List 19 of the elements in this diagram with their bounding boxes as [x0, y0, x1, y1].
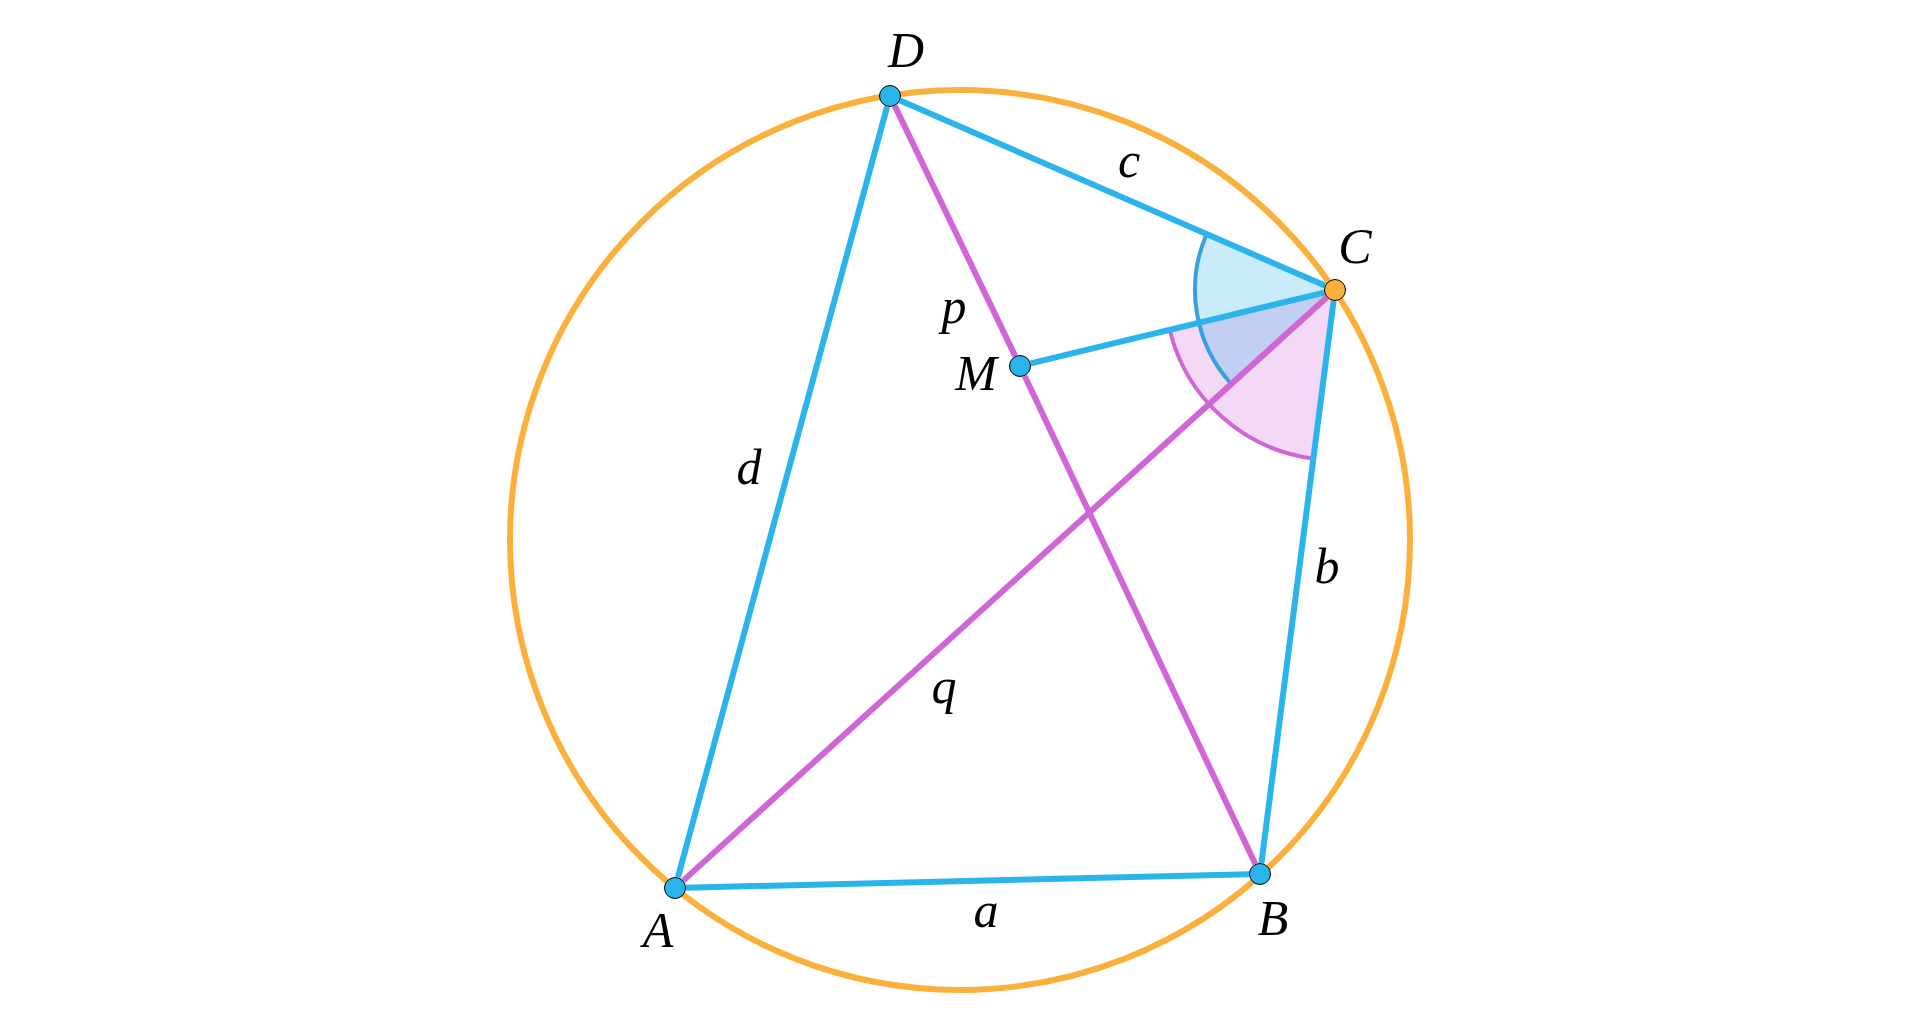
- point-label: M: [954, 347, 998, 399]
- point-label: C: [1337, 220, 1373, 272]
- point-label: D: [886, 24, 926, 76]
- edge-label: b: [1313, 540, 1341, 592]
- point-label: A: [639, 904, 675, 956]
- line-segment: [1022, 374, 1258, 866]
- line-segment: [898, 97, 1327, 289]
- edge-label: d: [735, 441, 763, 493]
- edge-label: q: [930, 660, 958, 712]
- point-label: B: [1256, 892, 1290, 944]
- edge-label: c: [1116, 134, 1142, 186]
- line-segment: [685, 871, 1250, 891]
- edge-label: p: [934, 280, 974, 332]
- line-segment: [892, 104, 1018, 358]
- line-segment: [675, 105, 890, 879]
- line-segment: [1030, 289, 1325, 367]
- line-segment: [681, 295, 1329, 883]
- line-segment: [1258, 300, 1337, 864]
- edge-label: a: [972, 884, 1000, 936]
